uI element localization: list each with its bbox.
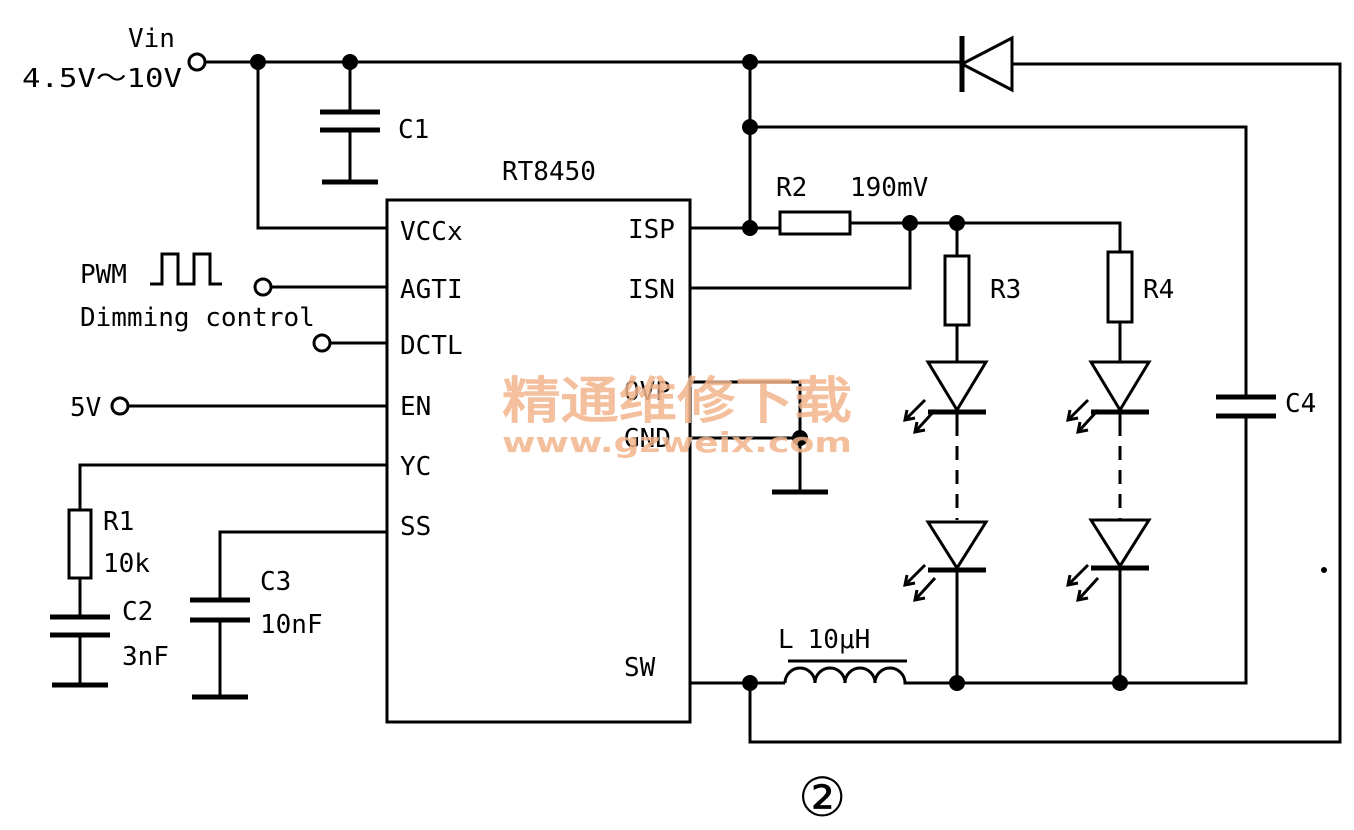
en-terminal: [110, 396, 130, 416]
c1-label: C1: [398, 115, 429, 145]
junctions: [250, 54, 1327, 691]
inductor-label: L 10μH: [778, 625, 870, 655]
en-source-label: 5V: [70, 393, 101, 423]
resistor-r2: [778, 210, 852, 236]
pin-dctl: DCTL: [400, 331, 463, 361]
c3-value: 10nF: [260, 610, 323, 640]
led-string-2: [1066, 360, 1152, 602]
ic-name: RT8450: [502, 157, 596, 187]
wires: [52, 60, 1342, 744]
capacitor-c3: [190, 597, 250, 623]
r1-value: 10k: [103, 549, 150, 579]
vin-range: 4.5V～10V: [22, 64, 182, 94]
capacitor-c4: [1216, 394, 1276, 419]
capacitor-c1: [320, 109, 380, 185]
pin-yc: YC: [400, 452, 431, 482]
vin-terminal: [187, 52, 207, 72]
c2-value: 3nF: [122, 642, 169, 672]
pin-isp: ISP: [628, 215, 675, 245]
pin-isn: ISN: [628, 275, 675, 305]
r1-label: R1: [103, 507, 134, 537]
pwm-terminal: [253, 277, 273, 297]
c3-label: C3: [260, 567, 291, 597]
dimming-caption: Dimming control: [80, 303, 315, 333]
vin-label: Vin: [128, 24, 175, 54]
pin-agti: AGTI: [400, 275, 463, 305]
capacitor-c2: [50, 614, 110, 638]
pwm-waveform-icon: [150, 252, 222, 286]
c4-label: C4: [1285, 389, 1316, 419]
c2-label: C2: [122, 597, 153, 627]
ic-body: [385, 198, 692, 724]
r2-label: R2: [776, 173, 807, 203]
pin-ovp: OVP: [624, 377, 671, 407]
dctl-terminal: [312, 333, 332, 353]
pin-gnd: GND: [624, 424, 671, 454]
watermark-url: www.gzweix.com: [502, 426, 852, 459]
resistor-r4: [1106, 250, 1134, 324]
led-string-1: [903, 360, 989, 602]
watermark-text: 精通维修下载: [502, 372, 852, 430]
pin-ss: SS: [400, 512, 431, 542]
inductor: [783, 659, 910, 685]
pwm-label: PWM: [80, 260, 127, 290]
figure-number: ②: [798, 766, 846, 829]
pin-en: EN: [400, 392, 431, 422]
pin-vccx: VCCx: [400, 217, 463, 247]
diode: [958, 35, 1014, 93]
pin-sw: SW: [624, 653, 656, 683]
r3-label: R3: [990, 275, 1021, 305]
inductor-value: 10μH: [808, 625, 871, 655]
resistor-r1: [67, 508, 93, 580]
watermark: 精通维修下载 www.gzweix.com: [502, 372, 852, 459]
inductor-name: L: [778, 625, 794, 655]
r4-label: R4: [1143, 275, 1174, 305]
resistor-r3: [943, 254, 971, 327]
r2-voltage: 190mV: [850, 173, 928, 203]
